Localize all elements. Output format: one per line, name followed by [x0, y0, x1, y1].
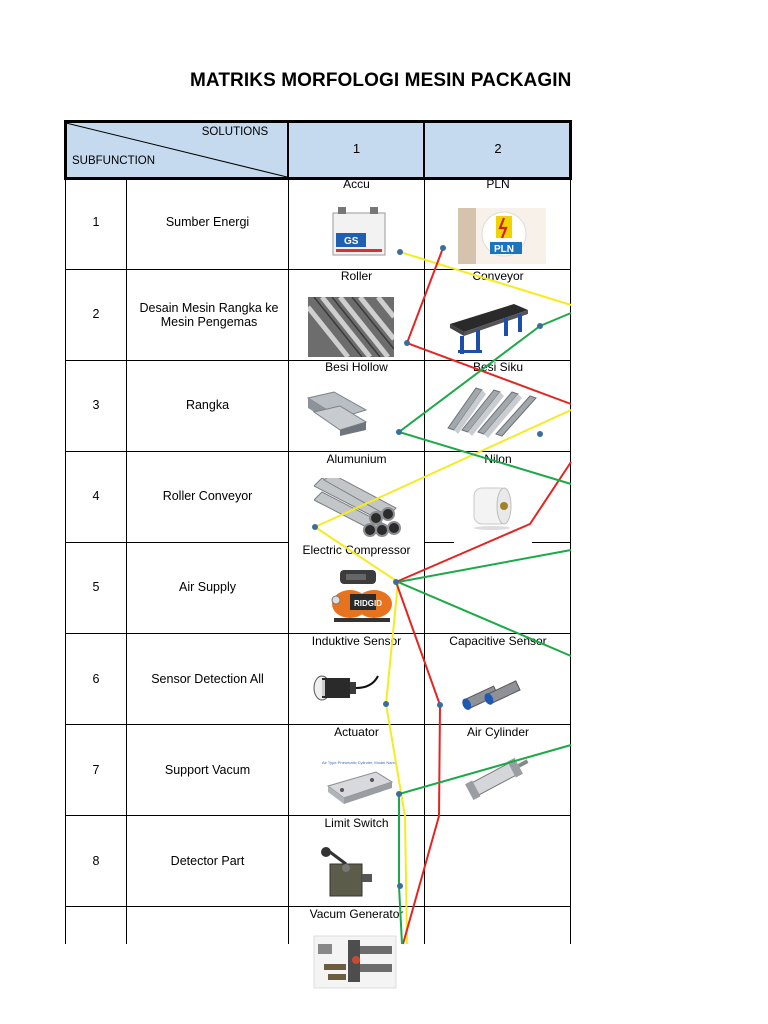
actuator-image: Air Type Pneumatic Cylinder, Model Name — [322, 760, 398, 804]
row-number: 8 — [92, 854, 100, 868]
aluminium-pipes-image — [314, 478, 401, 537]
option-label: Alumunium — [326, 452, 387, 466]
row-subfunction: Support Vacum — [164, 763, 251, 777]
air-cylinder-image — [465, 757, 529, 800]
option-label: Air Cylinder — [466, 725, 529, 739]
row-subfunction: Desain Mesin Rangka ke Mesin Pengemas — [139, 301, 279, 329]
row-subfunction: Sensor Detection All — [151, 672, 264, 686]
header-col-1: 1 — [352, 141, 361, 156]
battery-logo-text: GS — [344, 236, 359, 247]
nylon-roller-image — [473, 487, 512, 530]
capacitive-sensor-image — [462, 680, 521, 710]
row-subfunction: Roller Conveyor — [162, 489, 253, 503]
header-left-border — [64, 120, 67, 180]
header-bottom-border — [64, 177, 572, 180]
option-label: Induktive Sensor — [311, 634, 402, 648]
grid-line-no-col — [126, 180, 127, 944]
battery-image: GS — [332, 207, 386, 256]
row-subfunction: Sumber Energi — [165, 215, 250, 229]
grid-line-col1 — [424, 180, 425, 944]
header-col-2: 2 — [494, 141, 502, 156]
grid-row-line — [65, 542, 289, 543]
page-title: MATRIKS MORFOLOGI MESIN PACKAGIN — [190, 70, 571, 91]
limit-switch-image — [321, 847, 372, 897]
grid-row-line — [532, 542, 571, 543]
option-label: Capacitive Sensor — [449, 634, 547, 648]
header-cell-solution-1 — [289, 122, 424, 178]
compressor-image: RIDGID — [331, 570, 392, 622]
row-subfunction: Detector Part — [170, 854, 245, 868]
angle-steel-image — [447, 387, 537, 438]
conveyor-image — [450, 304, 528, 354]
option-label: Nilon — [484, 452, 512, 466]
option-label: Besi Hollow — [325, 360, 388, 374]
row-number: 2 — [92, 307, 100, 321]
row-number: 5 — [92, 580, 100, 594]
pln-logo-image: PLN — [458, 208, 546, 264]
grid-line-right — [570, 180, 571, 944]
header-cell-solution-2 — [425, 122, 571, 178]
grid-row-line — [65, 360, 571, 361]
row-number: 7 — [92, 763, 100, 777]
option-label: Vacum Generator — [309, 907, 404, 921]
option-label: Besi Siku — [472, 360, 524, 374]
option-label: Electric Compressor — [302, 543, 411, 557]
row-number: 1 — [92, 215, 100, 229]
header-solutions-label: SOLUTIONS — [201, 126, 269, 138]
row-subfunction: Air Supply — [179, 580, 236, 594]
inductive-sensor-image — [313, 675, 379, 701]
option-label: PLN — [486, 177, 510, 191]
grid-line-subfunction-col — [288, 180, 289, 944]
header-divider-1 — [287, 120, 289, 180]
header-right-border — [569, 120, 572, 180]
pln-logo-text: PLN — [494, 244, 514, 255]
row-number: 6 — [92, 672, 100, 686]
option-label: Accu — [343, 177, 370, 191]
row-subfunction: Rangka — [185, 398, 230, 412]
compressor-logo-text: RIDGID — [354, 599, 382, 608]
header-subfunction-label: SUBFUNCTION — [72, 155, 156, 167]
grid-line-left — [65, 180, 66, 944]
grid-row-line — [65, 269, 571, 270]
option-label: Conveyor — [472, 269, 524, 283]
option-label: Actuator — [334, 725, 379, 739]
option-label: Roller — [340, 269, 373, 283]
actuator-caption: Air Type Pneumatic Cylinder, Model Name — [322, 760, 398, 765]
hollow-steel-image — [306, 391, 368, 436]
roller-image — [308, 297, 394, 357]
row-number: 3 — [92, 398, 100, 412]
row-number: 4 — [92, 489, 100, 503]
header-divider-2 — [423, 120, 425, 180]
vacuum-generator-image — [313, 935, 397, 989]
option-label: Limit Switch — [324, 816, 389, 830]
header-top-border — [64, 120, 572, 123]
